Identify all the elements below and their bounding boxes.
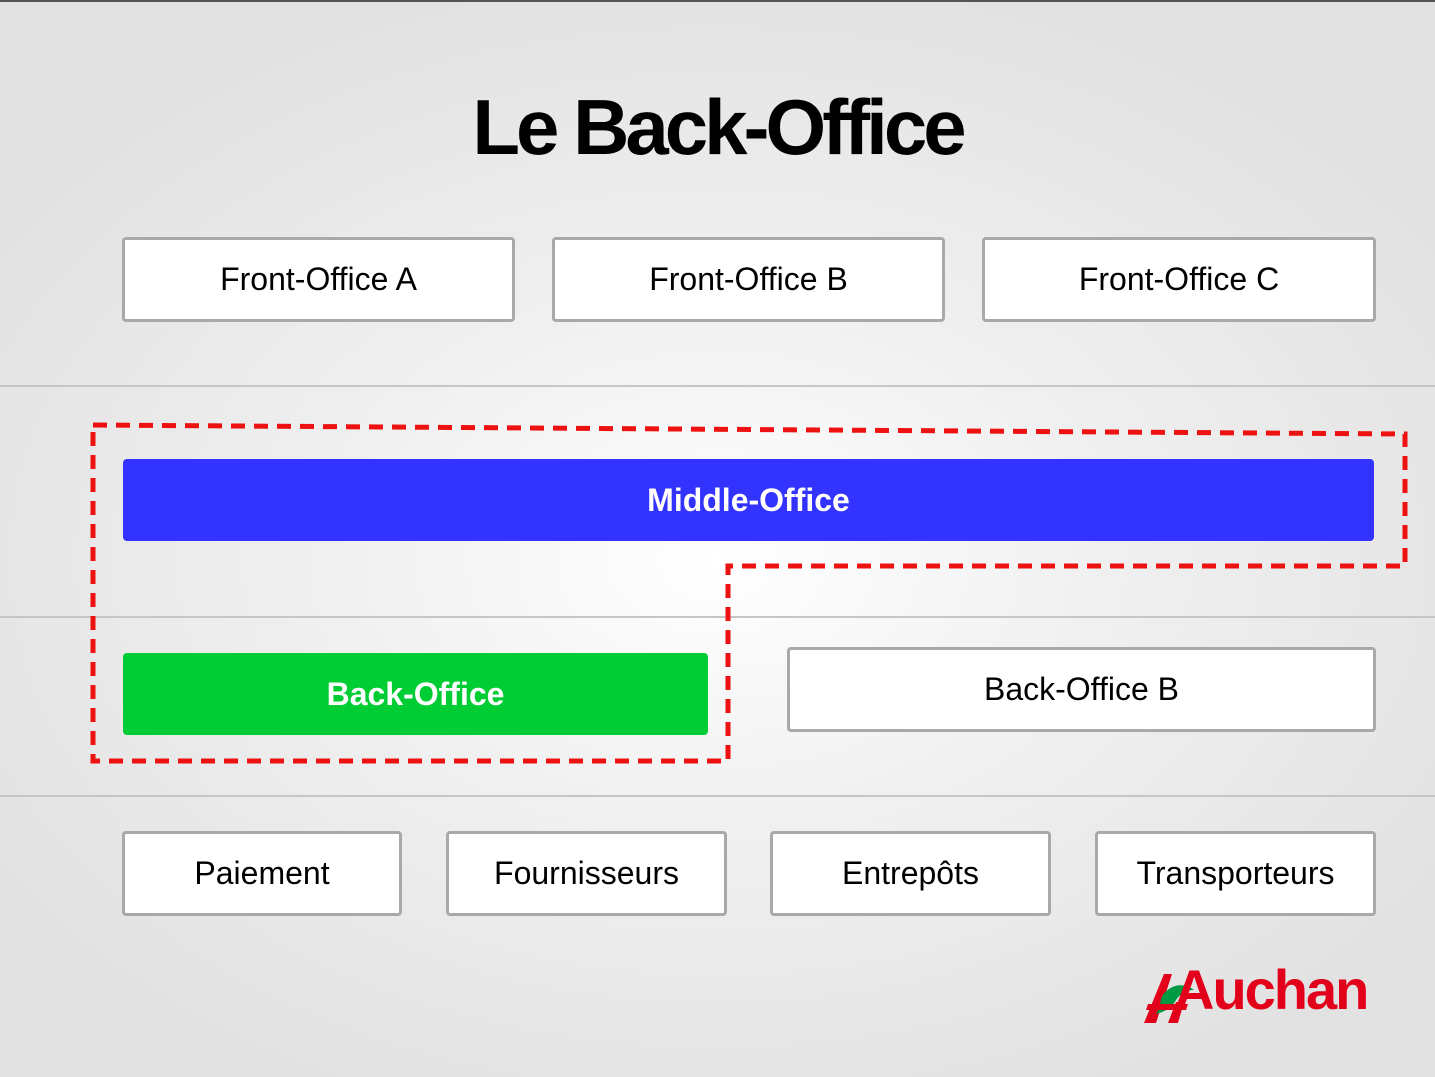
middle-office-box: Middle-Office xyxy=(123,459,1374,541)
transporteurs-box: Transporteurs xyxy=(1095,831,1376,916)
back-office-box: Back-Office xyxy=(123,653,708,735)
divider-front-middle xyxy=(0,385,1435,387)
divider-back-partners xyxy=(0,795,1435,797)
auchan-logo-text: Auchan xyxy=(1174,958,1369,1021)
front-office-b-box: Front-Office B xyxy=(552,237,945,322)
top-border xyxy=(0,0,1435,2)
front-office-a-box: Front-Office A xyxy=(122,237,515,322)
paiement-box: Paiement xyxy=(122,831,402,916)
front-office-c-box: Front-Office C xyxy=(982,237,1376,322)
slide-title: Le Back-Office xyxy=(472,83,966,171)
fournisseurs-box: Fournisseurs xyxy=(446,831,727,916)
divider-middle-back xyxy=(0,616,1435,618)
auchan-bird-icon xyxy=(1144,974,1194,1023)
entrepots-box: Entrepôts xyxy=(770,831,1051,916)
auchan-logo: Auchan xyxy=(1138,962,1369,1030)
back-office-b-box: Back-Office B xyxy=(787,647,1376,732)
